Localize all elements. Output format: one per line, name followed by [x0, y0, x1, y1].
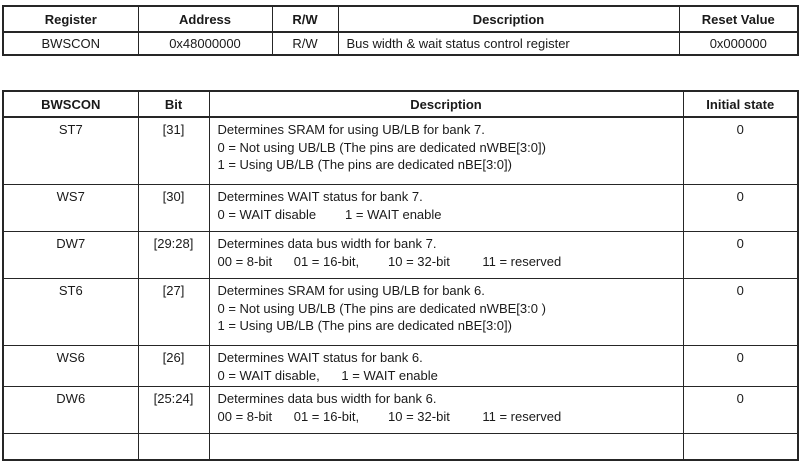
- clipped-next-row: [2, 433, 799, 460]
- field-row-dw6: DW6 [25:24] Determines data bus width fo…: [2, 386, 799, 434]
- initial-state-cell: 0: [682, 278, 799, 346]
- initial-state-cell: 0: [682, 184, 799, 232]
- description-line: 0 = Not using UB/LB (The pins are dedica…: [217, 139, 546, 155]
- field-name-cell: DW7: [2, 231, 139, 279]
- field-name-cell: DW6: [2, 386, 139, 434]
- description-line: 00 = 8-bit 01 = 16-bit, 10 = 32-bit 11 =…: [217, 253, 562, 269]
- register-reset-value-cell: 0x000000: [678, 31, 799, 56]
- bit-cell: [30]: [137, 184, 210, 232]
- bit-cell: [27]: [137, 278, 210, 346]
- description-line: 0 = WAIT disable 1 = WAIT enable: [217, 206, 442, 222]
- field-name-cell: ST7: [2, 116, 139, 185]
- register-rw-cell: R/W: [271, 31, 339, 56]
- header-field-description: Description: [208, 90, 684, 118]
- field-name-cell: ST6: [2, 278, 139, 346]
- description-line: 00 = 8-bit 01 = 16-bit, 10 = 32-bit 11 =…: [217, 408, 562, 424]
- description-line: 0 = WAIT disable, 1 = WAIT enable: [217, 367, 438, 383]
- description-line: 1 = Using UB/LB (The pins are dedicated …: [217, 318, 512, 333]
- register-summary-row-bwscon: BWSCON 0x48000000 R/W Bus width & wait s…: [2, 31, 799, 56]
- bit-field-table: BWSCON Bit Description Initial state ST7…: [2, 90, 799, 461]
- description-cell: Determines data bus width for bank 7. 00…: [208, 231, 684, 279]
- field-row-st6: ST6 [27] Determines SRAM for using UB/LB…: [2, 278, 799, 346]
- bit-cell: [25:24]: [137, 386, 210, 434]
- header-bwscon: BWSCON: [2, 90, 139, 118]
- header-description: Description: [337, 5, 680, 33]
- header-initial-state: Initial state: [682, 90, 799, 118]
- description-cell: Determines WAIT status for bank 6. 0 = W…: [208, 345, 684, 387]
- register-address-cell: 0x48000000: [137, 31, 273, 56]
- register-summary-table: Register Address R/W Description Reset V…: [2, 5, 799, 56]
- initial-state-cell: 0: [682, 345, 799, 387]
- description-cell: Determines data bus width for bank 6. 00…: [208, 386, 684, 434]
- register-description-cell: Bus width & wait status control register: [337, 31, 680, 56]
- description-cell: Determines SRAM for using UB/LB for bank…: [208, 116, 684, 185]
- datasheet-page: { "colors": { "background": "#ffffff", "…: [2, 5, 799, 461]
- field-row-dw7: DW7 [29:28] Determines data bus width fo…: [2, 231, 799, 279]
- description-line: Determines SRAM for using UB/LB for bank…: [217, 283, 485, 298]
- initial-state-cell: 0: [682, 116, 799, 185]
- description-line: Determines WAIT status for bank 7.: [217, 189, 423, 204]
- description-cell: Determines SRAM for using UB/LB for bank…: [208, 278, 684, 346]
- register-summary-header-row: Register Address R/W Description Reset V…: [2, 5, 799, 33]
- bit-cell: [29:28]: [137, 231, 210, 279]
- field-row-ws7: WS7 [30] Determines WAIT status for bank…: [2, 184, 799, 232]
- description-cell: Determines WAIT status for bank 7. 0 = W…: [208, 184, 684, 232]
- header-rw: R/W: [271, 5, 339, 33]
- description-line: Determines WAIT status for bank 6.: [217, 350, 423, 365]
- field-name-cell: WS6: [2, 345, 139, 387]
- field-row-ws6: WS6 [26] Determines WAIT status for bank…: [2, 345, 799, 387]
- bit-field-header-row: BWSCON Bit Description Initial state: [2, 90, 799, 118]
- header-reset-value: Reset Value: [678, 5, 799, 33]
- initial-state-cell: 0: [682, 231, 799, 279]
- field-name-cell: WS7: [2, 184, 139, 232]
- initial-state-cell: 0: [682, 386, 799, 434]
- description-line: Determines SRAM for using UB/LB for bank…: [217, 122, 485, 137]
- register-name-cell: BWSCON: [2, 31, 139, 56]
- bit-cell: [26]: [137, 345, 210, 387]
- field-row-st7: ST7 [31] Determines SRAM for using UB/LB…: [2, 116, 799, 185]
- header-register: Register: [2, 5, 139, 33]
- bit-cell: [31]: [137, 116, 210, 185]
- description-line: 0 = Not using UB/LB (The pins are dedica…: [217, 300, 546, 316]
- description-line: Determines data bus width for bank 7.: [217, 236, 437, 251]
- header-bit: Bit: [137, 90, 210, 118]
- description-line: Determines data bus width for bank 6.: [217, 391, 437, 406]
- description-line: 1 = Using UB/LB (The pins are dedicated …: [217, 157, 512, 172]
- header-address: Address: [137, 5, 273, 33]
